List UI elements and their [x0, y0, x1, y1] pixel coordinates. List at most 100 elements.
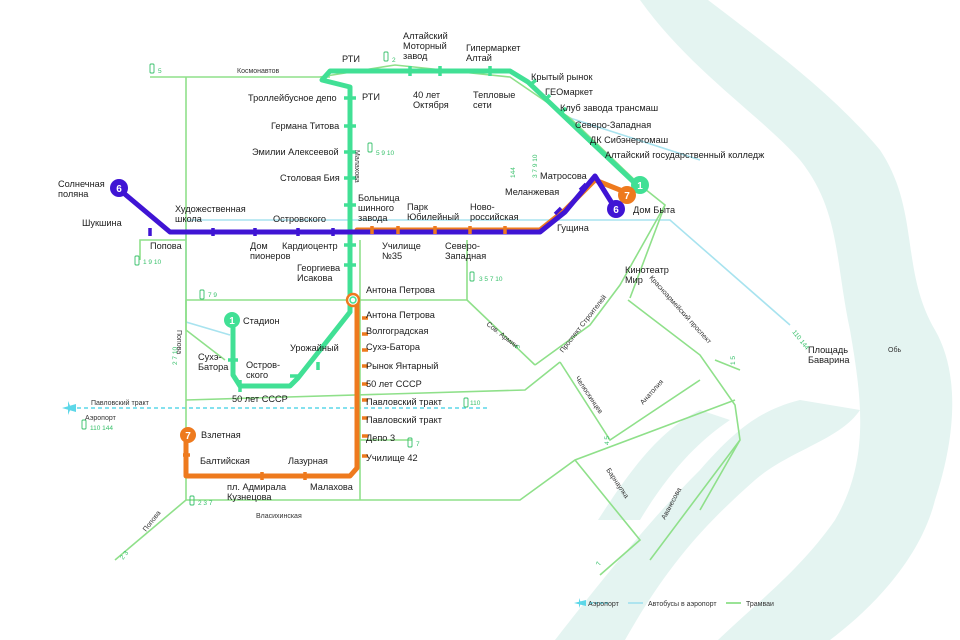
- badge-route-7-south[interactable]: 7: [180, 427, 196, 443]
- airport-bus-route-main: [186, 219, 791, 326]
- legend-bus-label: Автобусы в аэропорт: [648, 600, 717, 608]
- street-popova-v: Попова: [175, 330, 182, 354]
- station-antona2: Антона Петрова: [366, 310, 436, 320]
- tram-label-23: 2 3: [119, 549, 130, 561]
- airplane-icon: [62, 401, 76, 415]
- station-stolovaya: Столовая Бия: [280, 173, 340, 183]
- tram-stop-icons: [81, 51, 475, 506]
- station-kardiocentr: Кардиоцентр: [282, 241, 338, 251]
- route-1-south-loop: [230, 297, 353, 389]
- station-sukhe-l: Сухэ-Батора: [198, 352, 229, 372]
- airplane-icon: [574, 598, 586, 608]
- river: [555, 0, 953, 640]
- street-anatoliya: Анатолия: [639, 379, 665, 407]
- station-stadion: Стадион: [243, 316, 280, 326]
- station-ostrovskogo-n: Островского: [273, 214, 326, 224]
- tram-label-airbus: 110 144: [90, 425, 113, 432]
- interchange-dot: [349, 296, 357, 304]
- route-7-station-ticks: [183, 226, 507, 480]
- station-vzletnaya: Взлетная: [201, 430, 241, 440]
- svg-text:7: 7: [624, 191, 630, 202]
- station-popova-n: Попова: [150, 241, 183, 251]
- station-germana: Германа Титова: [271, 121, 340, 131]
- station-krytyi: Крытый рынок: [531, 72, 593, 82]
- tram-label-3571: 3 5 7 10: [479, 276, 503, 283]
- tram-icon: [189, 495, 195, 506]
- station-malakhova-s: Малахова: [310, 482, 354, 492]
- legend: Аэропорт Автобусы в аэропорт Трамваи: [588, 600, 774, 608]
- legend-tram-label: Трамваи: [746, 601, 774, 608]
- street-krasnoarm: Красноармейский проспект: [648, 274, 714, 346]
- station-klub: Клуб завода трансмаш: [560, 103, 658, 113]
- airport-bus-route-west: [185, 220, 231, 336]
- route-1: [230, 68, 643, 389]
- station-depo3: Депо 3: [366, 433, 395, 443]
- station-geomarket: ГЕОмаркет: [545, 87, 594, 97]
- tram-label-sov: 5: [513, 345, 520, 349]
- street-kosmonavtov: Космонавтов: [237, 68, 280, 75]
- station-rynok: Рынок Янтарный: [366, 361, 438, 371]
- station-rti-top: РТИ: [342, 54, 360, 64]
- svg-text:1: 1: [637, 181, 643, 192]
- tram-icon: [134, 255, 140, 266]
- airplane-icons: [62, 401, 586, 608]
- station-dk: ДК Сибэнергомаш: [590, 135, 668, 145]
- river-ob: [640, 0, 953, 640]
- svg-text:6: 6: [116, 184, 122, 195]
- station-emilii: Эмилии Алексеевой: [252, 147, 339, 157]
- tram-chelyuskincev: [559, 361, 701, 442]
- tram-northeast: [319, 64, 666, 299]
- route-1-north-loop: [319, 68, 643, 303]
- badge-route-6-west[interactable]: 6: [110, 179, 128, 197]
- airport-bus-route-north: [569, 117, 701, 161]
- station-urozh: Урожайный: [290, 343, 339, 353]
- tram-label-79: 7 9: [208, 292, 217, 299]
- station-dom-byta: Дом Быта: [633, 205, 676, 215]
- station-melanzh: Меланжевая: [505, 187, 559, 197]
- badge-route-1-east[interactable]: 1: [631, 176, 649, 194]
- badge-route-1-stadium[interactable]: 1: [224, 312, 240, 328]
- station-shukshina: Шукшина: [82, 218, 123, 228]
- station-let50-l: 50 лет СССР: [232, 394, 288, 404]
- station-volgograd: Волгоградская: [366, 326, 429, 336]
- tram-152: [714, 359, 741, 371]
- station-pavl2: Павловский тракт: [366, 415, 443, 425]
- tram-icon: [81, 419, 87, 430]
- badge-route-7-east[interactable]: 7: [618, 186, 636, 204]
- tram-label-depo7: 7: [416, 441, 420, 448]
- street-vlasikhinskaya: Власихинская: [256, 513, 302, 520]
- river-arm: [598, 410, 730, 520]
- badge-route-6-east[interactable]: 6: [607, 200, 625, 218]
- station-baltiyskaya: Балтийская: [200, 456, 250, 466]
- station-let50-r: 50 лет СССР: [366, 379, 422, 389]
- tram-barnaulka: [574, 459, 642, 576]
- tram-lines: [114, 64, 741, 576]
- street-airport: Аэропорт: [85, 415, 117, 422]
- tram-label-rti: 2: [392, 57, 396, 64]
- tram-icon: [383, 51, 389, 62]
- route-6: [117, 173, 618, 235]
- tram-popova-sw: [114, 499, 187, 561]
- tram-label-144: 144: [510, 167, 517, 178]
- station-ticks: [148, 66, 588, 480]
- tram-label-7s: 7: [595, 561, 603, 567]
- route-6-station-ticks: [148, 182, 588, 236]
- tram-icon: [149, 63, 155, 74]
- station-rti-mid: РТИ: [362, 92, 380, 102]
- svg-text:7: 7: [185, 431, 191, 442]
- street-malakhova-v: Малахова: [353, 150, 360, 183]
- tram-west-loop: [185, 300, 226, 361]
- tram-icon: [407, 437, 413, 448]
- tram-label-kosm: 5: [158, 68, 162, 75]
